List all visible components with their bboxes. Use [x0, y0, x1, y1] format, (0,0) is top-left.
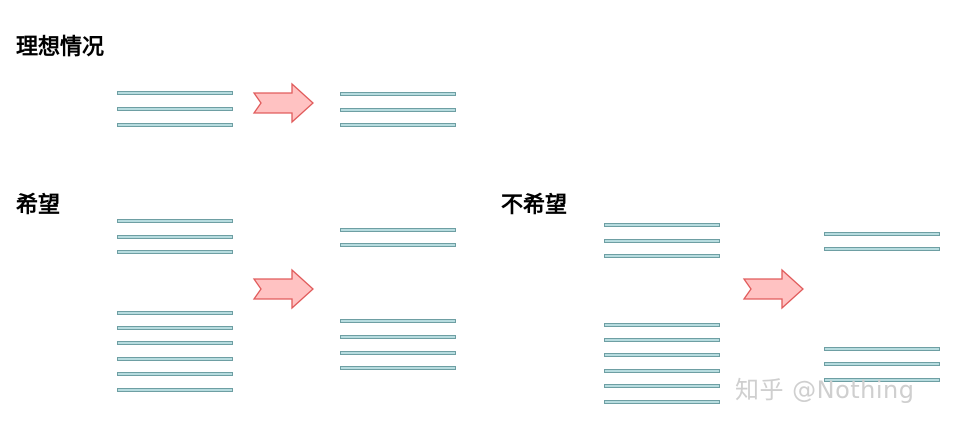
stack-bar	[117, 250, 233, 254]
stack-bar	[117, 326, 233, 330]
stack-bar	[117, 357, 233, 361]
stack-bar	[117, 341, 233, 345]
stack-bar	[824, 247, 940, 251]
stack-bar	[340, 123, 456, 127]
stack-bar	[604, 369, 720, 373]
stack-bar	[340, 92, 456, 96]
stack-bar	[117, 107, 233, 111]
stack-bar	[604, 400, 720, 404]
arrow-shape	[252, 268, 314, 310]
stack-bar	[117, 123, 233, 127]
arrow-shape	[252, 82, 314, 124]
stack-bar	[604, 254, 720, 258]
stack-bar	[824, 378, 940, 382]
right-block-arrow-icon	[742, 268, 804, 310]
right-block-arrow-icon	[252, 268, 314, 310]
stack-bar	[117, 235, 233, 239]
stack-bar	[604, 338, 720, 342]
stack-bar	[117, 388, 233, 392]
section-title-no-hope: 不希望	[501, 192, 568, 218]
watermark: 知乎 @Nothing	[735, 376, 915, 404]
stack-bar	[117, 372, 233, 376]
stack-bar	[604, 239, 720, 243]
stack-bar	[604, 223, 720, 227]
stack-bar	[824, 362, 940, 366]
stack-bar	[340, 108, 456, 112]
stack-bar	[340, 351, 456, 355]
stack-bar	[340, 243, 456, 247]
stack-bar	[340, 335, 456, 339]
stack-bar	[340, 319, 456, 323]
stack-bar	[604, 384, 720, 388]
stack-bar	[604, 323, 720, 327]
stack-bar	[117, 219, 233, 223]
stack-bar	[824, 232, 940, 236]
section-title-ideal: 理想情况	[16, 34, 105, 60]
stack-bar	[824, 347, 940, 351]
stack-bar	[604, 353, 720, 357]
stack-bar	[340, 228, 456, 232]
right-block-arrow-icon	[252, 82, 314, 124]
arrow-shape	[742, 268, 804, 310]
stack-bar	[340, 366, 456, 370]
stack-bar	[117, 91, 233, 95]
section-title-hope: 希望	[16, 192, 61, 218]
stack-bar	[117, 311, 233, 315]
